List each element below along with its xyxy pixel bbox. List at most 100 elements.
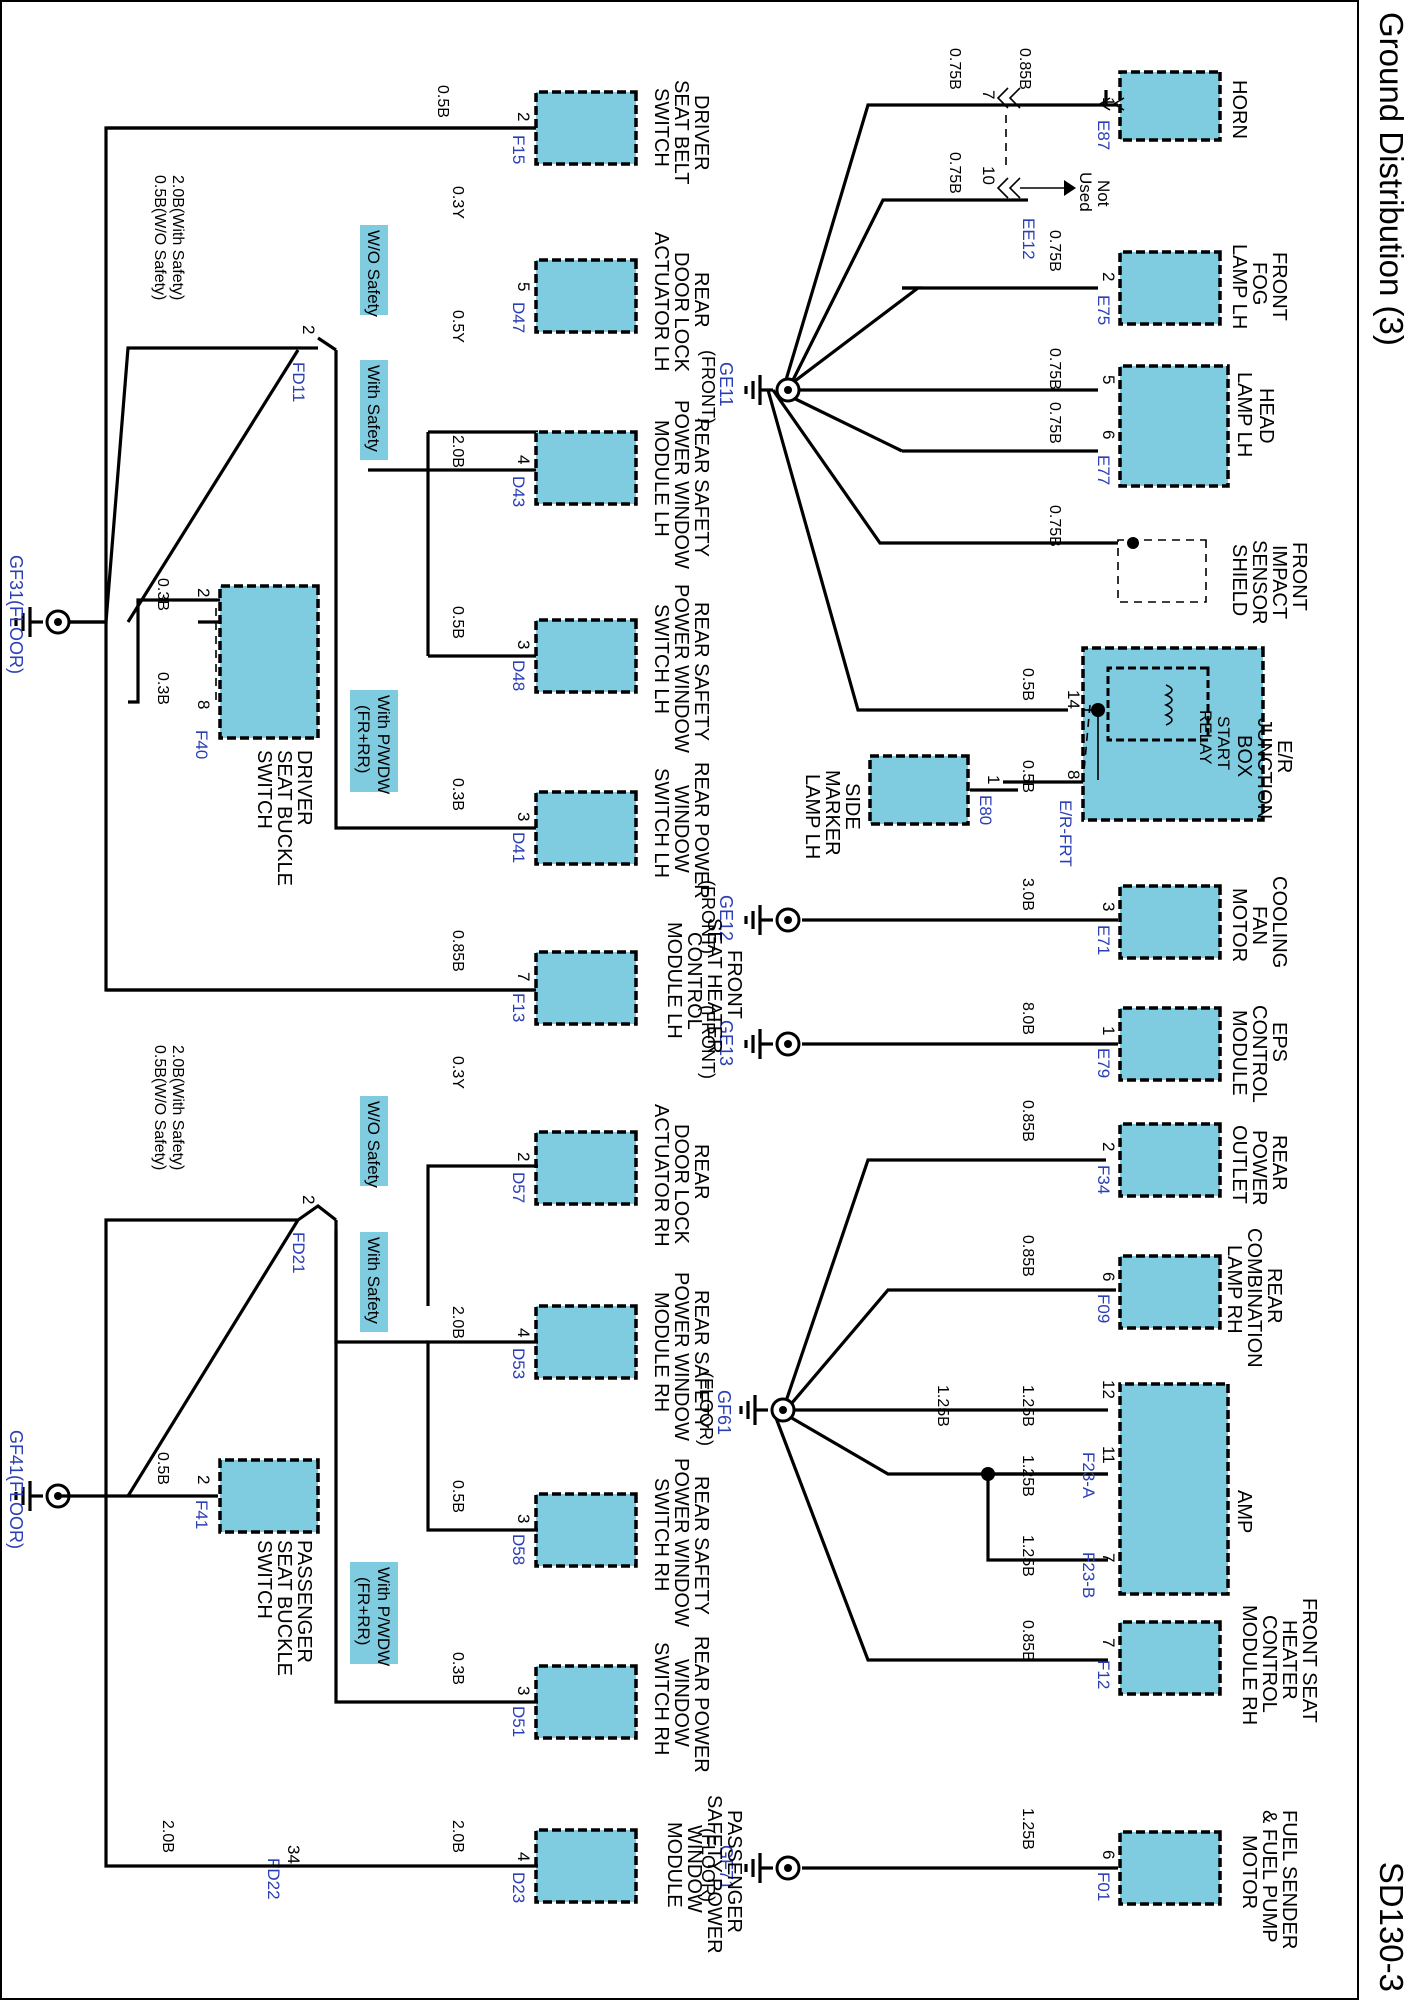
fuel-connector: F01 bbox=[1094, 1872, 1113, 1901]
fd21-connector: FD21 bbox=[289, 1232, 308, 1274]
fshr-label-3: CONTROL bbox=[1258, 1615, 1280, 1713]
fog-label-2: FOG bbox=[1248, 262, 1270, 305]
with-pwdw-tab-rh bbox=[350, 1562, 398, 1664]
ground-gf31-icon bbox=[14, 607, 71, 637]
head-pin-6: 6 bbox=[1099, 430, 1118, 439]
rspm-label-2: POWER WINDOW bbox=[670, 400, 692, 569]
rpws-label-2: WINDOW bbox=[670, 785, 692, 873]
dsb-label-3: SWITCH bbox=[650, 88, 672, 167]
rear-safety-pw-switch-rh-component bbox=[534, 1492, 638, 1568]
amp-pin-12: 12 bbox=[1099, 1380, 1118, 1399]
fd11-wire-a: 2.0B(With Safety) bbox=[169, 175, 186, 300]
rspm-wire: 2.0B bbox=[449, 435, 466, 468]
rdl-label-3: ACTUATOR LH bbox=[650, 232, 672, 371]
rspm-connector: D43 bbox=[509, 476, 528, 507]
cooling-fan-motor-component bbox=[1118, 884, 1222, 960]
erj-pin-14: 14 bbox=[1064, 690, 1083, 709]
ground-symbol-icon bbox=[744, 375, 801, 405]
dsbk-label-2: SEAT BUCKLE bbox=[273, 750, 295, 886]
with-pwdw-label-1: With P/WDW bbox=[374, 695, 393, 794]
eps-connector: E79 bbox=[1094, 1048, 1113, 1078]
ground-gf31-label: GF31(FLOOR) bbox=[6, 555, 26, 674]
ee12-connector: EE12 bbox=[1019, 218, 1038, 260]
horn-connector: E87 bbox=[1094, 120, 1113, 150]
fshr-connector: F12 bbox=[1094, 1660, 1113, 1689]
rpwsr-label-2: WINDOW bbox=[670, 1659, 692, 1747]
ground-ge13-location: (FRONT) bbox=[698, 1005, 718, 1079]
sml-pin: 1 bbox=[984, 775, 1003, 784]
dsbk-label-1: DRIVER bbox=[293, 750, 315, 826]
pspm-label-3: WINDOW bbox=[683, 1825, 705, 1913]
with-pwdw-tab bbox=[350, 690, 398, 792]
fog-wire: 0.75B bbox=[1046, 230, 1063, 272]
rear-safety-pw-module-rh-component bbox=[534, 1304, 638, 1380]
fog-label-1: FRONT bbox=[1268, 252, 1290, 321]
ground-ge13-icon bbox=[744, 1029, 801, 1059]
fd22-connector: FD22 bbox=[264, 1858, 283, 1900]
fshr-label-1: FRONT SEAT bbox=[1298, 1598, 1320, 1723]
rdlr-label-3: ACTUATOR RH bbox=[650, 1104, 672, 1247]
rear-pw-switch-lh-component bbox=[534, 790, 638, 866]
rpws-label-3: SWITCH LH bbox=[650, 768, 672, 878]
rdlr-pin: 2 bbox=[514, 1152, 533, 1161]
head-wire-a: 0.75B bbox=[1046, 348, 1063, 390]
amp-label: AMP bbox=[1233, 1490, 1255, 1533]
ground-gf71-id: GF71 bbox=[716, 1845, 736, 1890]
rdl-label-1: REAR bbox=[690, 272, 712, 328]
cfm-pin: 3 bbox=[1099, 902, 1118, 911]
eps-wire: 8.0B bbox=[1019, 1002, 1036, 1035]
rsps-connector: D48 bbox=[509, 660, 528, 691]
pspm-pin: 4 bbox=[514, 1852, 533, 1861]
horn-pin: 1 bbox=[1099, 97, 1118, 106]
ee12-pin-10: 10 bbox=[979, 166, 998, 185]
head-label-1: HEAD bbox=[1255, 388, 1277, 444]
fd21-wire-b: 0.5B(W/O Safety) bbox=[151, 1045, 168, 1170]
rdl-pin: 5 bbox=[514, 282, 533, 291]
rpws-pin: 3 bbox=[514, 812, 533, 821]
fuel-pump-motor-component bbox=[1118, 1830, 1222, 1906]
with-safety-label-rh: With Safety bbox=[364, 1237, 383, 1324]
rcl-label-1: REAR bbox=[1263, 1268, 1285, 1324]
ee12-pin-7: 7 bbox=[979, 90, 998, 99]
dsb-label-2: SEAT BELT bbox=[670, 80, 692, 184]
ground-gf61-id: GF61 bbox=[714, 1390, 734, 1435]
rdlr-label-2: DOOR LOCK bbox=[670, 1124, 692, 1245]
horn-wire: 0.85B bbox=[1016, 48, 1033, 90]
dsbk-pin-8: 8 bbox=[194, 700, 213, 709]
ground-ge12-location: (FRONT) bbox=[698, 880, 718, 954]
rpo-pin: 2 bbox=[1099, 1142, 1118, 1151]
rspmr-label-3: MODULE RH bbox=[650, 1292, 672, 1412]
rear-safety-pw-switch-lh-component bbox=[534, 618, 638, 694]
passenger-seat-buckle-switch-component bbox=[218, 1458, 320, 1534]
fshr-label-4: MODULE RH bbox=[1238, 1605, 1260, 1725]
pspm-connector: D23 bbox=[509, 1872, 528, 1903]
sml-label-3: LAMP LH bbox=[801, 774, 823, 859]
dsb-wire: 0.5B bbox=[434, 85, 451, 118]
fshl-label-1: FRONT bbox=[723, 950, 745, 1019]
rspsr-label-1: REAR SAFETY bbox=[690, 1476, 712, 1615]
rspm-label-1: REAR SAFETY bbox=[690, 418, 712, 557]
rear-combination-lamp-rh-component bbox=[1118, 1254, 1222, 1330]
fshl-label-2: SEAT HEATER bbox=[703, 918, 725, 1054]
rpwsr-label-3: SWITCH RH bbox=[650, 1642, 672, 1755]
side-marker-lamp-lh-component bbox=[868, 754, 970, 826]
fd11-connector: FD11 bbox=[289, 362, 308, 402]
dsbk-wire-b: 0.3B bbox=[154, 672, 171, 705]
wo-safety-tab bbox=[360, 225, 388, 315]
amp-wire-d: 1.25B bbox=[934, 1385, 951, 1427]
rpo-label-2: POWER bbox=[1248, 1130, 1270, 1206]
rcl-label-2: COMBINATION bbox=[1243, 1228, 1265, 1368]
gf31-bus bbox=[106, 126, 538, 992]
erj-label-3: BOX bbox=[1233, 735, 1255, 777]
fshl-connector: F13 bbox=[509, 993, 528, 1022]
fshr-pin: 7 bbox=[1099, 1638, 1118, 1647]
rdl-wire-b: 0.5Y bbox=[449, 310, 466, 343]
fuel-wire: 1.25B bbox=[1019, 1808, 1036, 1850]
fshl-label-3: CONTROL bbox=[683, 932, 705, 1030]
rpwsr-connector: D51 bbox=[509, 1706, 528, 1737]
fd21-pin: 2 bbox=[299, 1195, 318, 1204]
fog-label-3: LAMP LH bbox=[1228, 244, 1250, 329]
ground-gf61-icon bbox=[739, 1395, 796, 1425]
ee12-wire-a: 0.75B bbox=[946, 48, 963, 90]
